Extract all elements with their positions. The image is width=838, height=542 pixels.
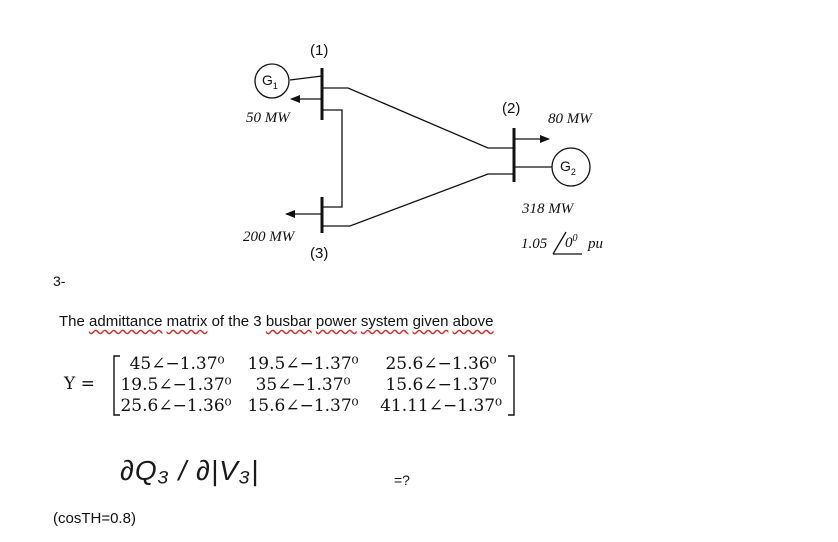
gen1-subscript: 1 — [272, 80, 278, 91]
question-statement: The admittance matrix of the 3 busbar po… — [59, 313, 493, 330]
word-admittance: admittance — [89, 313, 163, 330]
word-above: above — [452, 313, 494, 330]
matrix-label: Y = — [64, 374, 95, 394]
asked-equals: =? — [394, 472, 410, 488]
word-given: given — [412, 313, 449, 330]
bus-2-label: (2) — [502, 100, 521, 117]
load-bus2-value: 80 MW — [548, 111, 592, 127]
angle-symbol-slant — [552, 231, 567, 255]
matrix-cell: 35∠−1.37⁰ — [255, 375, 351, 395]
matrix-cell: 15.6∠−1.37⁰ — [247, 396, 359, 416]
matrix-cell: 19.5∠−1.37⁰ — [247, 354, 359, 374]
gen1-circle — [254, 63, 290, 99]
word-matrix: matrix — [166, 313, 208, 330]
gen1-label: G1 — [262, 72, 278, 91]
word-the: The — [59, 313, 85, 330]
power-factor-note: (cosTH=0.8) — [53, 510, 136, 527]
word-busbar: busbar — [265, 313, 312, 330]
matrix-cell: 45∠−1.37⁰ — [129, 354, 225, 374]
load-bus1-value: 50 MW — [246, 110, 290, 126]
gen1-connector — [289, 75, 323, 81]
line-1-2 — [322, 87, 514, 149]
admittance-matrix: 45∠−1.37⁰ 19.5∠−1.37⁰ 25.6∠−1.36⁰ 19.5∠−… — [118, 354, 510, 418]
angle-superscript: 0 — [572, 233, 578, 244]
gen2-circle — [551, 147, 591, 187]
bus2-voltage-unit: pu — [588, 236, 603, 252]
matrix-right-bracket — [508, 355, 515, 416]
gen2-output-value: 318 MW — [522, 201, 574, 217]
matrix-cell: 25.6∠−1.36⁰ — [385, 354, 497, 374]
bus-3-label: (3) — [310, 245, 329, 262]
bus-1-label: (1) — [310, 42, 329, 59]
load-bus3-value: 200 MW — [243, 229, 295, 245]
bus2-voltage-magnitude: 1.05 — [521, 236, 548, 252]
matrix-left-bracket — [113, 355, 120, 416]
word-system: system — [360, 313, 409, 330]
matrix-cell: 41.11∠−1.37⁰ — [380, 396, 502, 416]
gen2-label: G2 — [560, 158, 576, 177]
question-number: 3- — [53, 273, 66, 289]
word-power: power — [315, 313, 357, 330]
line-3-2 — [322, 173, 514, 227]
line-1-3 — [322, 109, 343, 208]
word-of-the-3: of the 3 — [211, 313, 262, 330]
bus2-voltage-angle: 00 — [565, 233, 578, 251]
gen2-subscript: 2 — [570, 166, 576, 177]
matrix-cell: 25.6∠−1.36⁰ — [120, 396, 232, 416]
derivative-expression: ∂Q₃ / ∂|V₃| — [120, 455, 260, 486]
matrix-cell: 19.5∠−1.37⁰ — [120, 375, 232, 395]
matrix-cell: 15.6∠−1.37⁰ — [385, 375, 497, 395]
